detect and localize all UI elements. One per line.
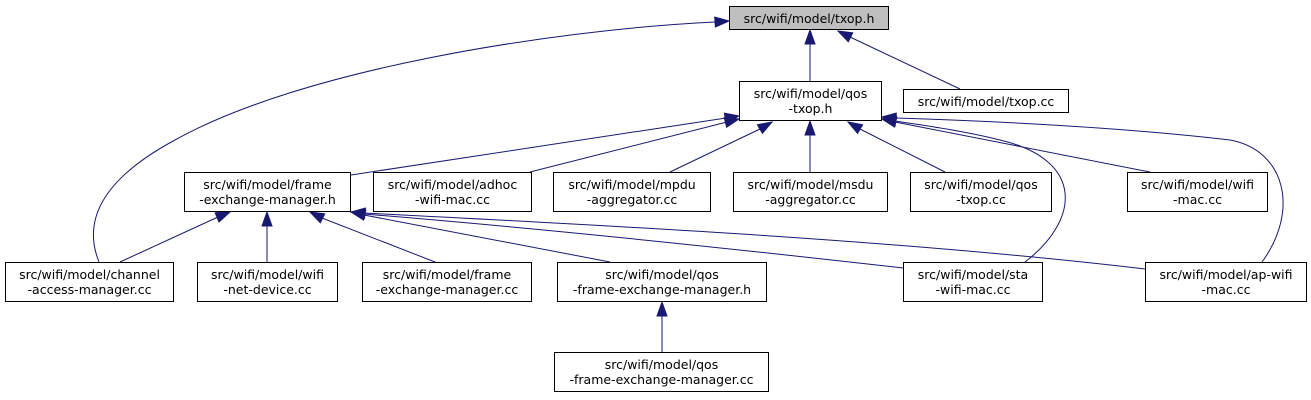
arrowhead-icon (261, 210, 273, 227)
edge-line (363, 213, 904, 269)
arrowhead-icon (308, 211, 326, 224)
arrowhead-icon (723, 116, 741, 129)
node-mpdu-aggregator-cc[interactable]: src/wifi/model/mpdu -aggregator.cc (553, 172, 711, 212)
edge-fem-h-to-qos-txop-h (350, 112, 741, 176)
arrowhead-icon (656, 300, 668, 317)
arrowhead-icon (880, 112, 897, 124)
node-label-line: src/wifi/model/qos (753, 86, 868, 101)
node-label-line: src/wifi/model/ap-wifi (1159, 267, 1293, 282)
edge-line (350, 117, 727, 176)
node-label-line: src/wifi/model/adhoc (387, 177, 518, 192)
node-label-line: -access-manager.cc (27, 282, 152, 297)
edge-ap-cc-to-fem-h (349, 207, 1146, 270)
edge-sta-cc-to-fem-h (349, 208, 904, 269)
edge-line (321, 217, 436, 263)
node-label-line: -wifi-mac.cc (414, 192, 491, 207)
node-label-line: src/wifi/model/frame (382, 267, 512, 282)
node-wifi-net-device-cc[interactable]: src/wifi/model/wifi -net-device.cc (197, 262, 338, 302)
edge-fem-cc-to-fem-h (308, 211, 436, 263)
edge-line (363, 212, 1146, 270)
node-label-line: -frame-exchange-manager.cc (569, 372, 754, 387)
edge-line (119, 216, 219, 263)
node-qos-txop-cc[interactable]: src/wifi/model/qos -txop.cc (910, 172, 1052, 212)
node-label-line: src/wifi/model/wifi (211, 267, 324, 282)
node-label-line: -wifi-mac.cc (935, 282, 1011, 297)
node-sta-wifi-mac-cc[interactable]: src/wifi/model/sta -wifi-mac.cc (903, 262, 1043, 302)
node-txop-cc[interactable]: src/wifi/model/txop.cc (903, 89, 1069, 113)
node-frame-exchange-manager-cc[interactable]: src/wifi/model/frame -exchange-manager.c… (362, 262, 532, 302)
edge-adhoc-cc-to-qos-txop-h (529, 116, 741, 173)
node-label-line: src/wifi/model/sta (917, 267, 1029, 282)
edge-qos-txop-h-to-txop-h (804, 28, 816, 81)
edge-msdu-cc-to-qos-txop-h (804, 119, 816, 172)
node-label-line: -mac.cc (1173, 192, 1222, 207)
node-txop-h: src/wifi/model/txop.h (729, 6, 889, 30)
node-label-line: src/wifi/model/mpdu (568, 177, 696, 192)
arrowhead-icon (846, 121, 864, 135)
node-qos-txop-h[interactable]: src/wifi/model/qos -txop.h (739, 81, 882, 121)
node-label-line: src/wifi/model/qos (924, 177, 1038, 192)
arrowhead-icon (756, 121, 774, 135)
node-label-line: src/wifi/model/txop.cc (917, 93, 1055, 109)
node-msdu-aggregator-cc[interactable]: src/wifi/model/msdu -aggregator.cc (733, 172, 888, 212)
node-adhoc-wifi-mac-cc[interactable]: src/wifi/model/adhoc -wifi-mac.cc (373, 172, 532, 212)
edge-line (859, 128, 946, 173)
edge-line (363, 214, 611, 263)
node-frame-exchange-manager-h[interactable]: src/wifi/model/frame -exchange-manager.h (184, 172, 351, 212)
node-label-line: -txop.cc (956, 192, 1006, 207)
edge-line (894, 120, 1066, 263)
node-label-line: -frame-exchange-manager.h (572, 282, 752, 297)
edge-line (92, 21, 716, 263)
node-label-line: src/wifi/model/channel (19, 267, 160, 282)
edge-line (849, 36, 961, 90)
arrowhead-icon (804, 119, 816, 136)
edge-ap-cc-to-qos-txop-h (880, 112, 1284, 263)
node-label-line: -mac.cc (1201, 282, 1251, 297)
arrowhead-icon (214, 211, 232, 223)
node-ap-wifi-mac-cc[interactable]: src/wifi/model/ap-wifi -mac.cc (1145, 262, 1307, 302)
edge-qos-fem-h-to-fem-h (349, 209, 611, 263)
node-label-line: src/wifi/model/qos (604, 357, 719, 372)
node-label-line: -exchange-manager.h (199, 192, 336, 207)
edge-qos-txop-cc-to-qos-txop-h (846, 121, 946, 173)
edge-cam-cc-to-fem-h (119, 211, 232, 263)
arrowhead-icon (804, 28, 816, 45)
node-qos-frame-exchange-manager-h[interactable]: src/wifi/model/qos -frame-exchange-manag… (557, 262, 767, 302)
node-label-line: src/wifi/model/qos (605, 267, 719, 282)
node-label-line: src/wifi/model/txop.h (743, 10, 875, 26)
edge-netdev-cc-to-fem-h (261, 210, 273, 262)
node-label-line: -aggregator.cc (586, 192, 678, 207)
node-qos-frame-exchange-manager-cc[interactable]: src/wifi/model/qos -frame-exchange-manag… (554, 352, 769, 392)
node-wifi-mac-cc[interactable]: src/wifi/model/wifi -mac.cc (1127, 172, 1268, 212)
edge-txop-cc-to-txop-h (836, 30, 961, 90)
node-label-line: -txop.h (788, 101, 833, 116)
node-channel-access-manager-cc[interactable]: src/wifi/model/channel -access-manager.c… (5, 262, 174, 302)
edge-mpdu-cc-to-qos-txop-h (669, 121, 774, 173)
node-label-line: -net-device.cc (223, 282, 312, 297)
node-label-line: src/wifi/model/frame (203, 177, 332, 192)
edge-line (529, 121, 728, 173)
node-label-line: -aggregator.cc (765, 192, 856, 207)
arrowhead-icon (349, 207, 366, 219)
node-label-line: src/wifi/model/msdu (747, 177, 874, 192)
edge-qos-fem-cc-to-qos-fem-h (656, 300, 668, 352)
edge-line (669, 128, 761, 173)
arrowhead-icon (714, 16, 731, 28)
node-label-line: -exchange-manager.cc (375, 282, 519, 297)
arrowhead-icon (836, 30, 854, 43)
edge-cam-cc-to-txop-h (92, 16, 731, 263)
node-label-line: src/wifi/model/wifi (1141, 177, 1254, 192)
edge-line (895, 117, 1284, 263)
